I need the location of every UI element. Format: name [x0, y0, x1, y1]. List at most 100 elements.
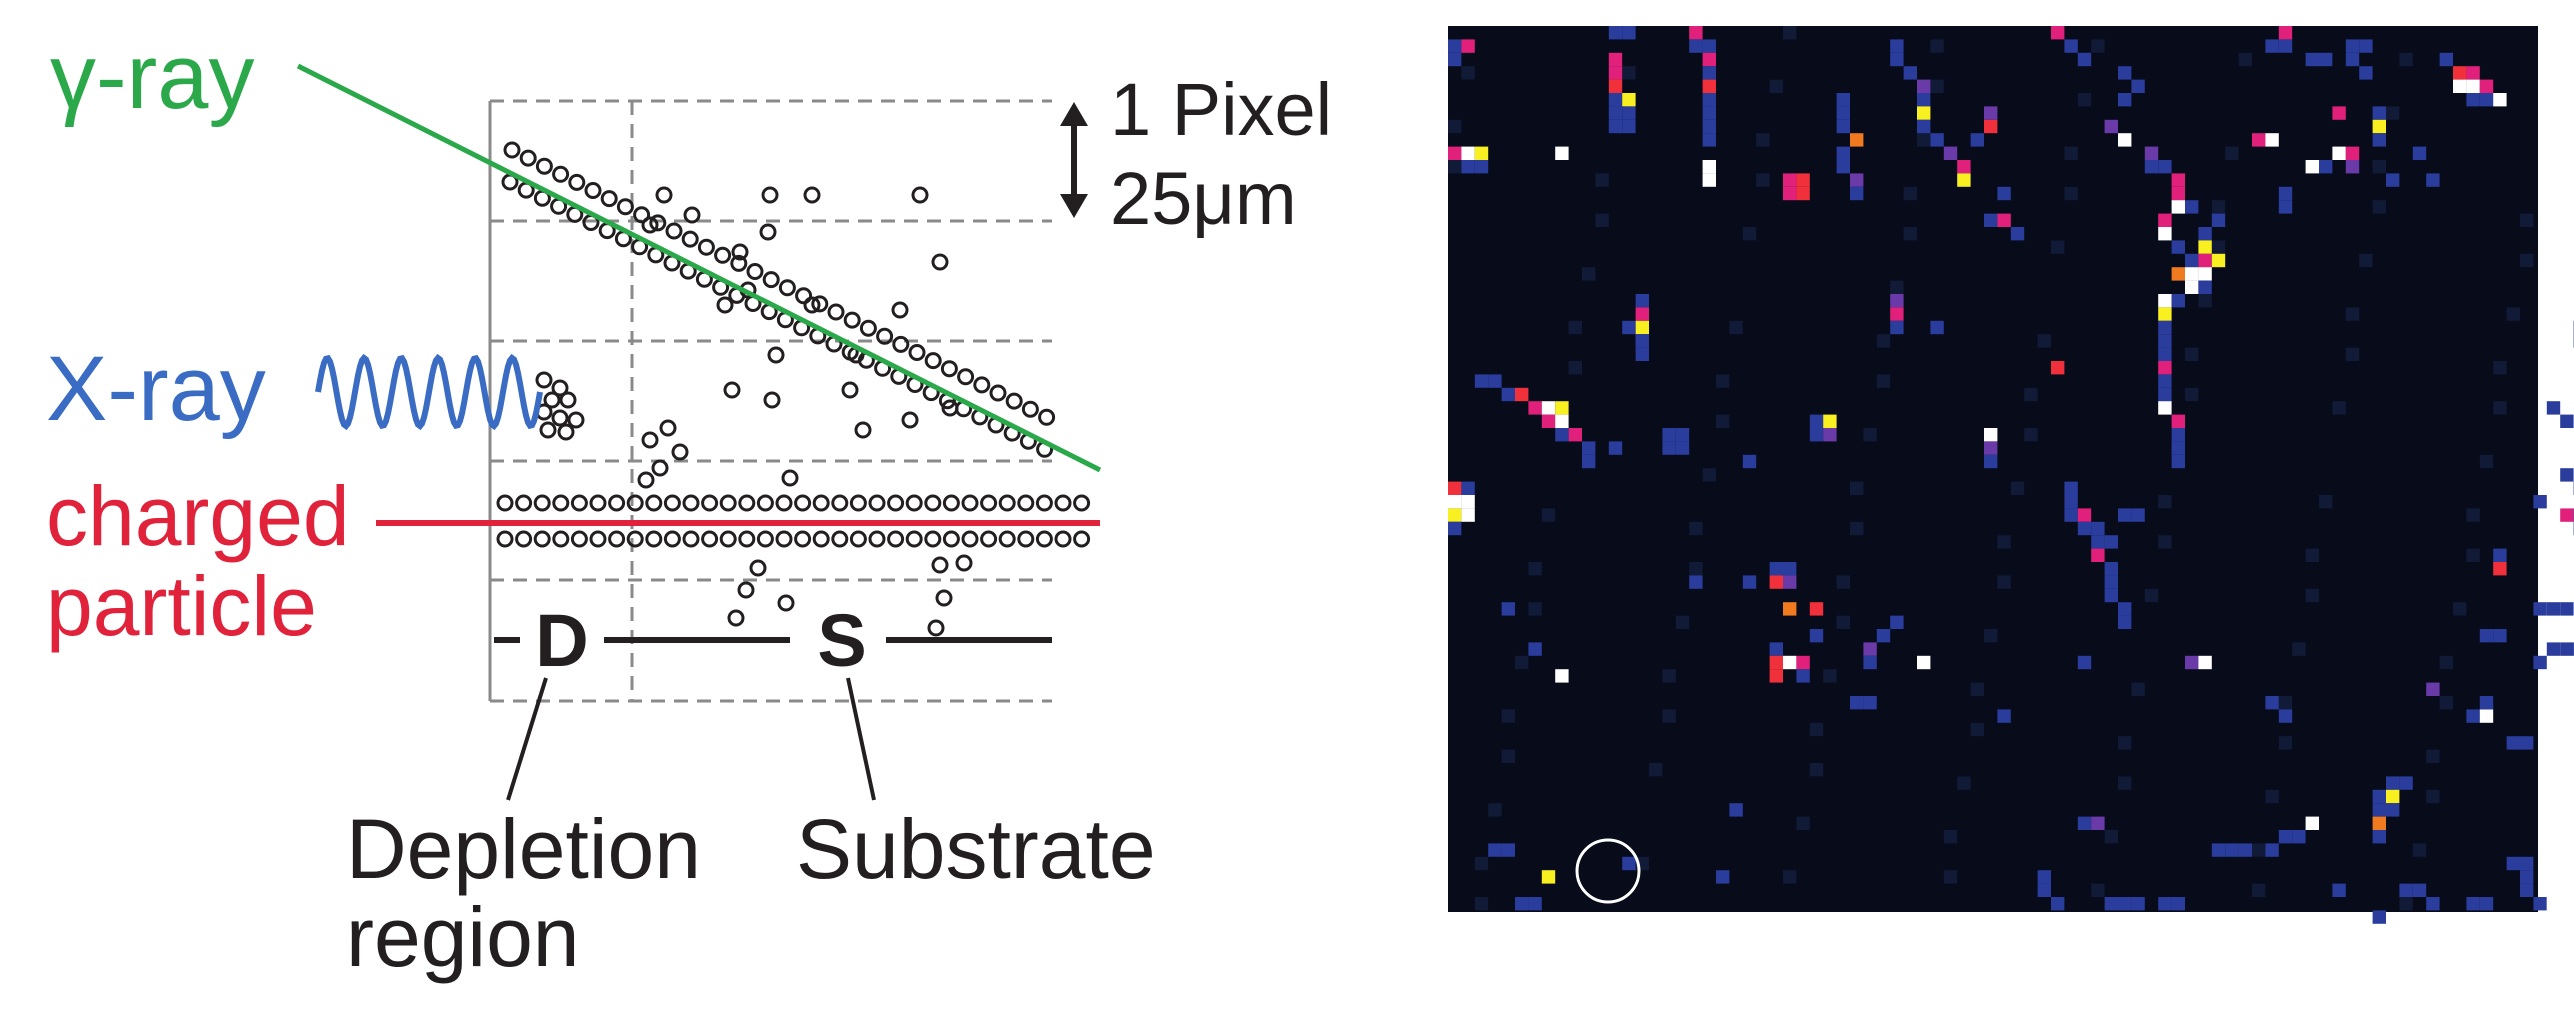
charged-carrier: [552, 494, 570, 512]
charged-carrier: [626, 530, 644, 548]
hit-pixel: [1461, 481, 1475, 495]
double-headed-vertical-arrow-icon: [1060, 102, 1088, 218]
noise-pixel: [2104, 830, 2118, 844]
hit-pixel: [2479, 696, 2494, 710]
hit-pixel: [1930, 133, 1944, 147]
hit-pixel: [2064, 495, 2078, 509]
hit-pixel: [2077, 655, 2092, 670]
charged-carrier: [756, 530, 774, 548]
hit-pixel: [1796, 173, 1810, 187]
noise-pixel: [2037, 334, 2051, 348]
hit-pixel: [2493, 629, 2507, 643]
hit-pixel: [2158, 347, 2172, 361]
noise-pixel: [1662, 669, 1676, 683]
hit-pixel: [2144, 146, 2159, 160]
xray-carrier: [551, 409, 569, 427]
gamma-carrier: [730, 254, 748, 272]
hit-pixel: [1474, 146, 1489, 160]
noise-pixel: [2091, 883, 2105, 897]
noise-pixel: [1769, 79, 1783, 93]
hit-pixel: [2359, 39, 2373, 53]
hit-pixel: [1863, 696, 1877, 710]
noise-pixel: [1689, 521, 1703, 536]
hit-pixel: [2345, 39, 2360, 53]
noise-pixel: [1716, 374, 1730, 388]
gamma-carrier: [714, 246, 732, 264]
noise-pixel: [1836, 615, 1850, 629]
hit-pixel: [2104, 119, 2118, 134]
noise-pixel: [2158, 535, 2172, 549]
charged-carrier: [663, 494, 681, 512]
charged-carrier: [1054, 530, 1072, 548]
hit-pixel: [2319, 160, 2333, 174]
charged-carrier: [682, 530, 700, 548]
noise-pixel: [1850, 481, 1864, 495]
charged-carrier: [794, 530, 812, 548]
hit-pixel: [2211, 213, 2226, 227]
hit-pixel: [2051, 26, 2065, 40]
hit-pixel: [2493, 548, 2507, 562]
diffusion-carrier: [637, 471, 655, 489]
charged-carrier: [812, 494, 830, 512]
hit-pixel: [2077, 521, 2092, 536]
hit-pixel: [1796, 669, 1810, 683]
diffusion-carrier: [777, 594, 795, 612]
gamma-carrier: [762, 271, 780, 289]
gamma-carrier: [827, 303, 845, 321]
noise-pixel: [2064, 146, 2078, 160]
hit-pixel: [1984, 119, 1998, 134]
hit-pixel: [1783, 602, 1797, 616]
charged-carrier: [701, 494, 719, 512]
hit-pixel: [2238, 843, 2252, 857]
pixel-size-value: 25μm: [1110, 157, 1297, 240]
hit-pixel: [2533, 655, 2547, 670]
charged-carrier: [738, 494, 756, 512]
noise-pixel: [1903, 227, 1917, 241]
hit-pixel: [2171, 240, 2185, 254]
hit-pixel: [2118, 602, 2132, 616]
hit-pixel: [2479, 709, 2494, 723]
hit-pixel: [1662, 428, 1676, 442]
noise-pixel: [1783, 870, 1797, 884]
diffusion-carrier: [683, 206, 701, 224]
hit-pixel: [2479, 629, 2494, 643]
diffusion-carrier: [931, 556, 949, 574]
charged-carrier: [608, 530, 626, 548]
charged-carrier: [1054, 494, 1072, 512]
hit-pixel: [2104, 897, 2118, 911]
diffusion-carrier: [641, 431, 659, 449]
hit-pixel: [1823, 428, 1837, 442]
hit-pixel: [2051, 361, 2065, 375]
hit-pixel: [2372, 803, 2386, 817]
diffusion-carrier: [737, 581, 755, 599]
noise-pixel: [1903, 186, 1917, 201]
hit-pixel: [1541, 414, 1556, 428]
noise-pixel: [1675, 615, 1690, 629]
hit-pixel: [1635, 347, 1649, 361]
diffusion-carrier: [803, 186, 821, 204]
noise-pixel: [1943, 830, 1958, 844]
charged-carrier: [1017, 530, 1035, 548]
hit-pixel: [1515, 387, 1529, 402]
noise-pixel: [1809, 722, 1824, 737]
hit-pixel: [2211, 843, 2226, 857]
hit-pixel: [2158, 897, 2172, 911]
noise-pixel: [2051, 240, 2065, 254]
hit-pixel: [1903, 66, 1917, 80]
noise-pixel: [2118, 736, 2132, 750]
diffusion-carrier: [749, 559, 767, 577]
noise-pixel: [2439, 655, 2453, 670]
gamma-carrier: [1038, 408, 1056, 426]
x-ray-label: X-ray: [46, 338, 266, 440]
hit-pixel: [2520, 736, 2534, 750]
gamma-ray-track: [296, 63, 1102, 473]
noise-pixel: [2520, 213, 2534, 227]
noise-pixel: [2131, 682, 2145, 696]
hit-pixel: [2412, 146, 2427, 160]
charged-carrier: [645, 530, 663, 548]
hit-pixel: [2399, 883, 2413, 897]
noise-pixel: [1729, 320, 1743, 335]
hit-pixel: [1448, 508, 1462, 522]
hit-pixel: [1474, 374, 1489, 388]
